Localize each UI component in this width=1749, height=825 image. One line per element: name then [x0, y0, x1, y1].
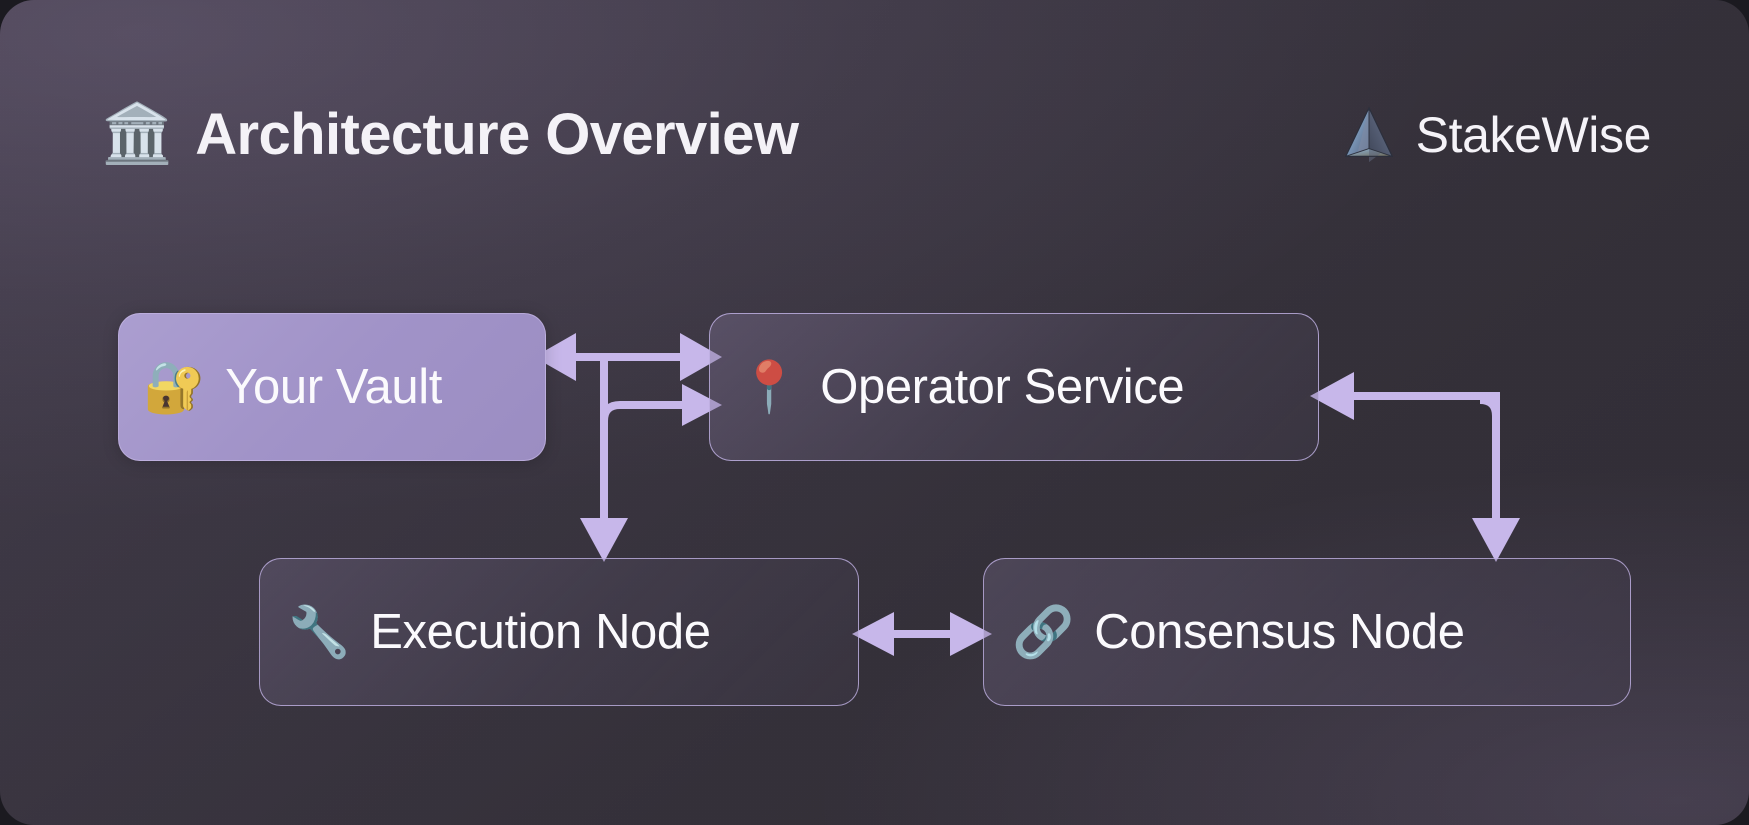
node-label-your-vault: Your Vault: [225, 360, 442, 414]
node-label-consensus-node: Consensus Node: [1094, 605, 1465, 659]
classical-building-icon: 🏛️: [101, 101, 174, 166]
stakewise-pyramid-logo: [1344, 106, 1393, 163]
wrench-icon: 🔧: [288, 604, 351, 660]
node-your-vault[interactable]: 🔐 Your Vault: [118, 313, 546, 461]
vault-safe-icon: 🔐: [143, 359, 206, 415]
node-consensus-node[interactable]: 🔗 Consensus Node: [983, 558, 1631, 706]
node-label-execution-node: Execution Node: [370, 605, 711, 659]
node-label-operator-service: Operator Service: [820, 360, 1185, 414]
edge-consensus-operator: [1340, 391, 1500, 416]
edge-operator-consensus: [1479, 396, 1500, 545]
node-execution-node[interactable]: 🔧 Execution Node: [259, 558, 859, 706]
page-title: Architecture Overview: [195, 101, 799, 167]
edge-execution-operator: [600, 401, 700, 455]
location-pin-icon: 📍: [738, 359, 801, 415]
page-header: 🏛️ Architecture Overview: [101, 84, 799, 184]
node-operator-service[interactable]: 📍 Operator Service: [709, 313, 1319, 461]
brand-lockup: StakeWise: [1338, 96, 1651, 174]
arrowhead-into-execution: [580, 518, 628, 562]
brand-name: StakeWise: [1415, 107, 1652, 163]
chain-link-icon: 🔗: [1012, 604, 1075, 660]
arrowhead-into-consensus: [1472, 518, 1520, 562]
